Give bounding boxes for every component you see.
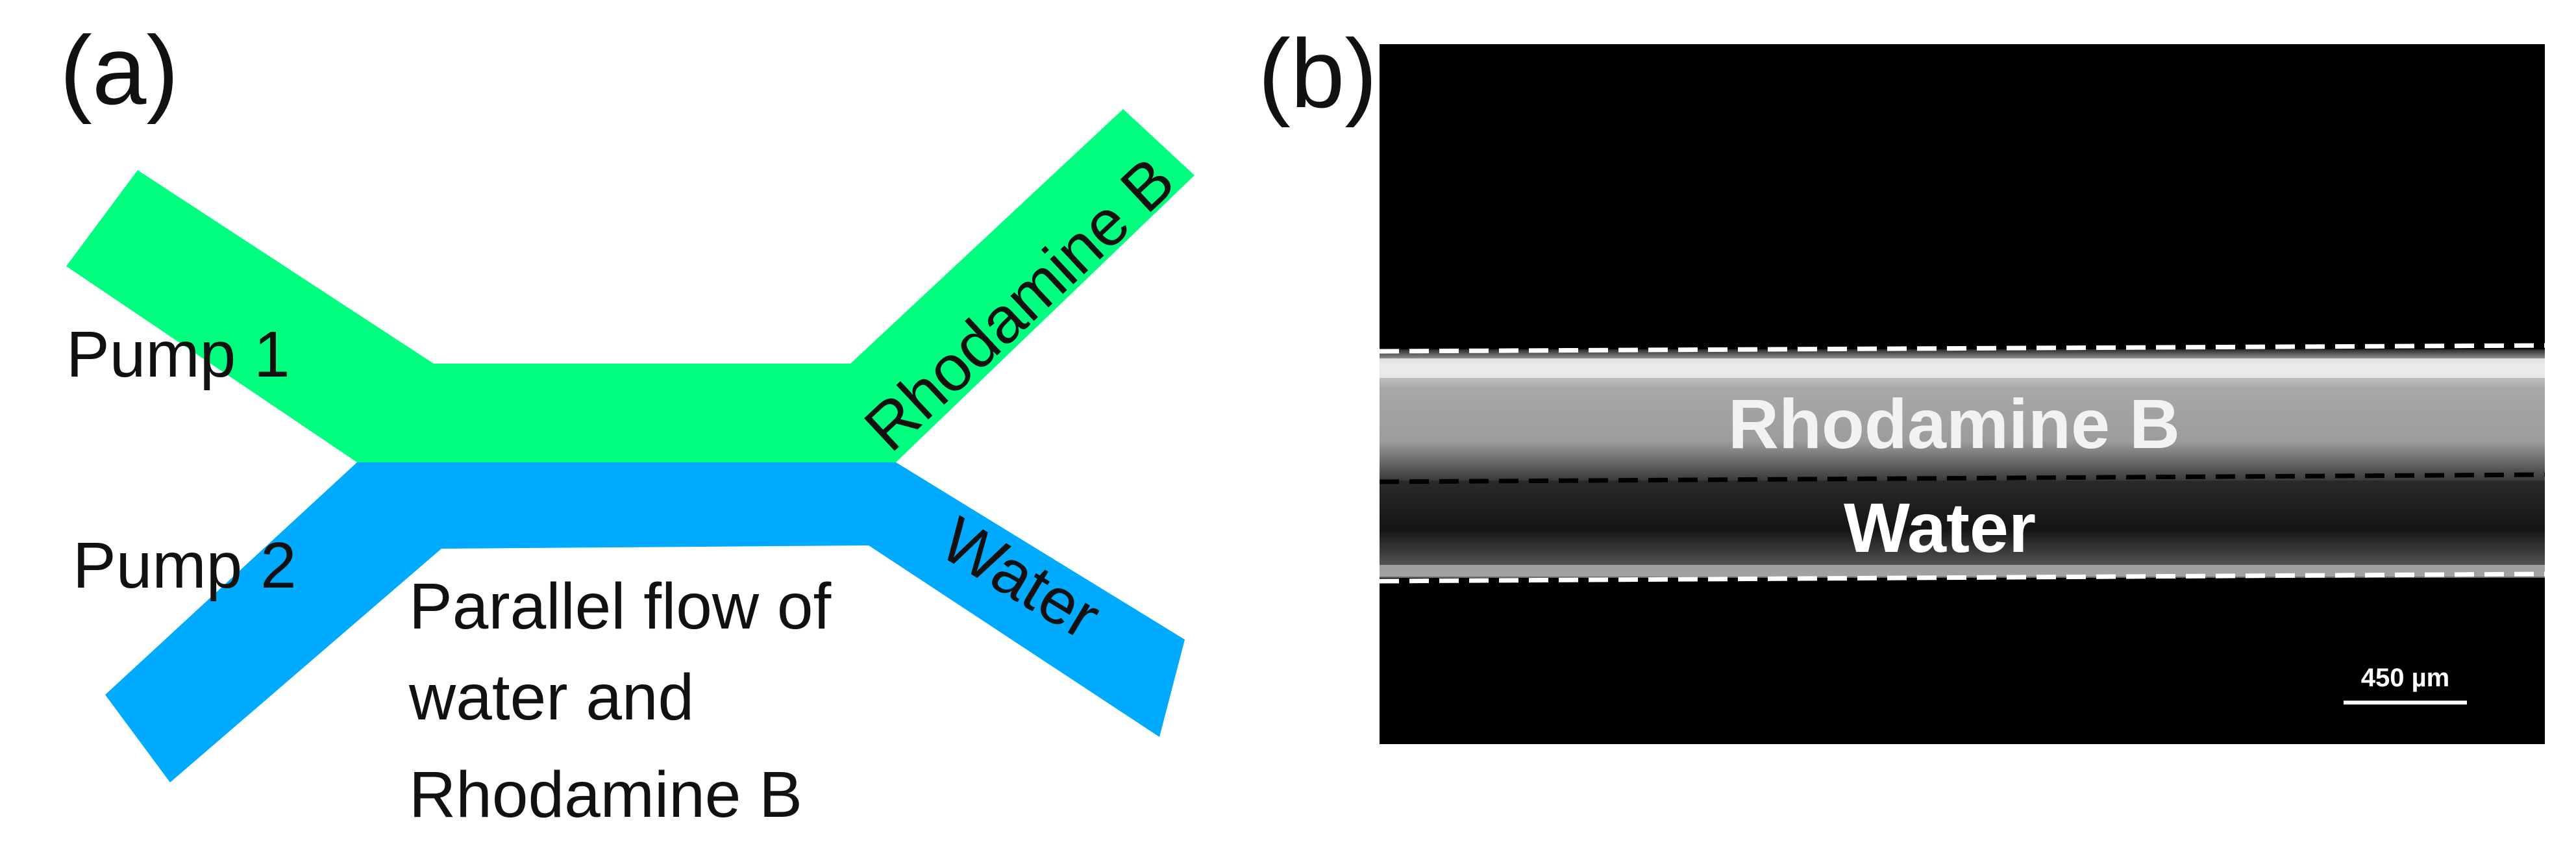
outlet-top-label: Rhodamine B (851, 143, 1189, 465)
water-stream (1380, 480, 2545, 578)
water-channel (105, 462, 1185, 782)
channel-wall-highlight-top (1380, 358, 2545, 378)
interface-boundary (1379, 472, 2545, 484)
pump1-label: Pump 1 (66, 318, 290, 391)
flow-caption-line3: Rhodamine B (409, 758, 802, 831)
panel-b-label: (b) (1258, 19, 1377, 128)
panel-a: (a) Pump 1 Pump 2 Rhodamine B Water Para… (60, 16, 1195, 831)
flow-caption-line2: water and (408, 661, 694, 734)
top-channel-boundary (1379, 343, 2545, 354)
bottom-channel-boundary (1379, 571, 2545, 584)
panel-a-label: (a) (60, 16, 179, 125)
flow-caption-line1: Parallel flow of (409, 570, 832, 643)
rhodamine-stream-label: Rhodamine B (1728, 384, 2180, 463)
panel-b: (b) Rhodamine B Water 450 µm (1258, 19, 2545, 744)
rhodamine-channel (66, 109, 1195, 462)
pump2-label: Pump 2 (73, 529, 297, 602)
water-stream-label: Water (1844, 488, 2036, 567)
scale-bar-label: 450 µm (2361, 664, 2449, 692)
